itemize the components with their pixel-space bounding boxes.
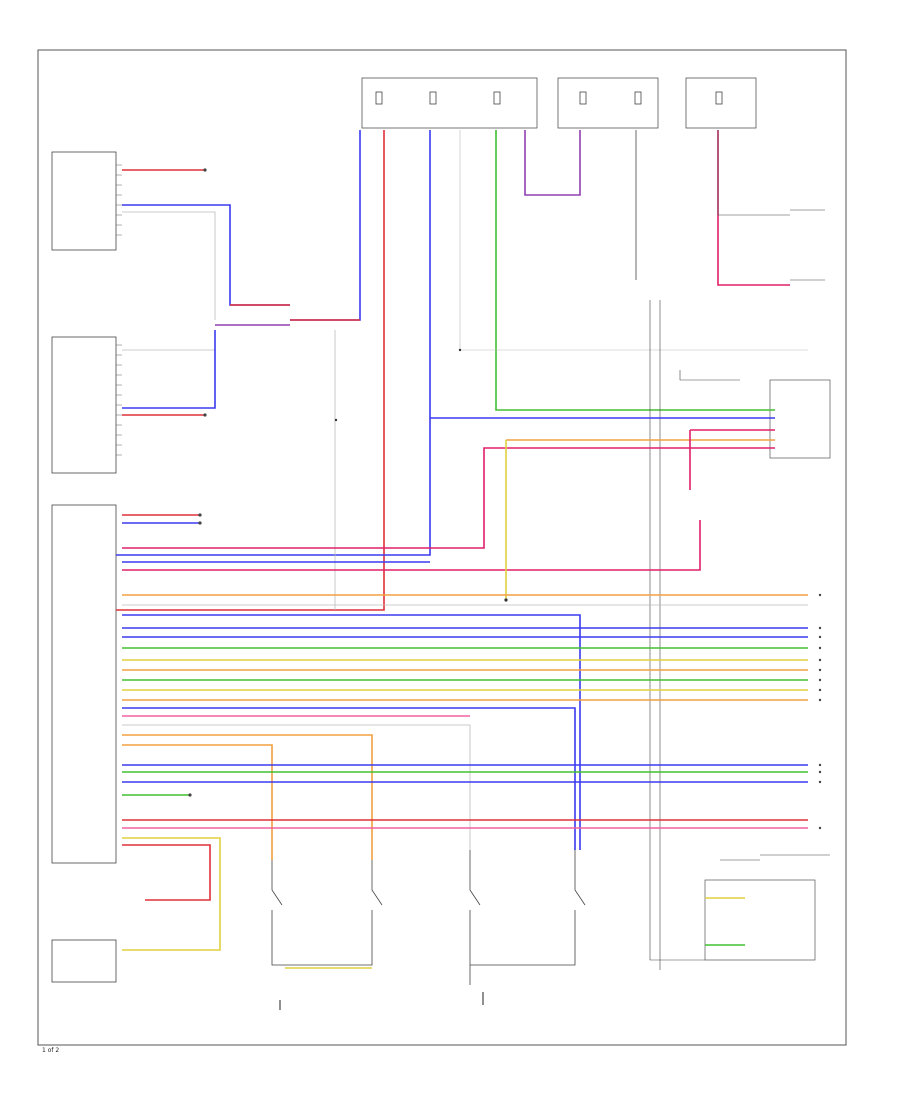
connector-arrows xyxy=(188,168,822,830)
module-right-lower xyxy=(704,879,816,961)
right-upper-connectors xyxy=(679,209,830,861)
fuse-symbols xyxy=(375,91,723,105)
module-bottom-left xyxy=(51,939,117,983)
fuse-box-middle xyxy=(557,77,659,129)
ground-icons xyxy=(279,992,484,1010)
pin-ticks xyxy=(116,164,122,456)
splice-dots xyxy=(334,348,508,602)
module-top-left xyxy=(51,151,117,251)
fuse-box-left xyxy=(361,77,538,129)
body-control-wires xyxy=(122,417,808,951)
upper-left-wires xyxy=(122,169,360,326)
door-switches xyxy=(271,850,586,985)
module-right-upper xyxy=(769,379,831,459)
module-middle-left xyxy=(51,336,117,474)
middle-left-wires xyxy=(122,330,336,610)
figure-ref: 1 of 2 xyxy=(42,1047,59,1054)
fuse-box-right xyxy=(685,77,757,129)
diagram-frame xyxy=(37,49,847,1046)
module-body-control xyxy=(51,504,117,864)
